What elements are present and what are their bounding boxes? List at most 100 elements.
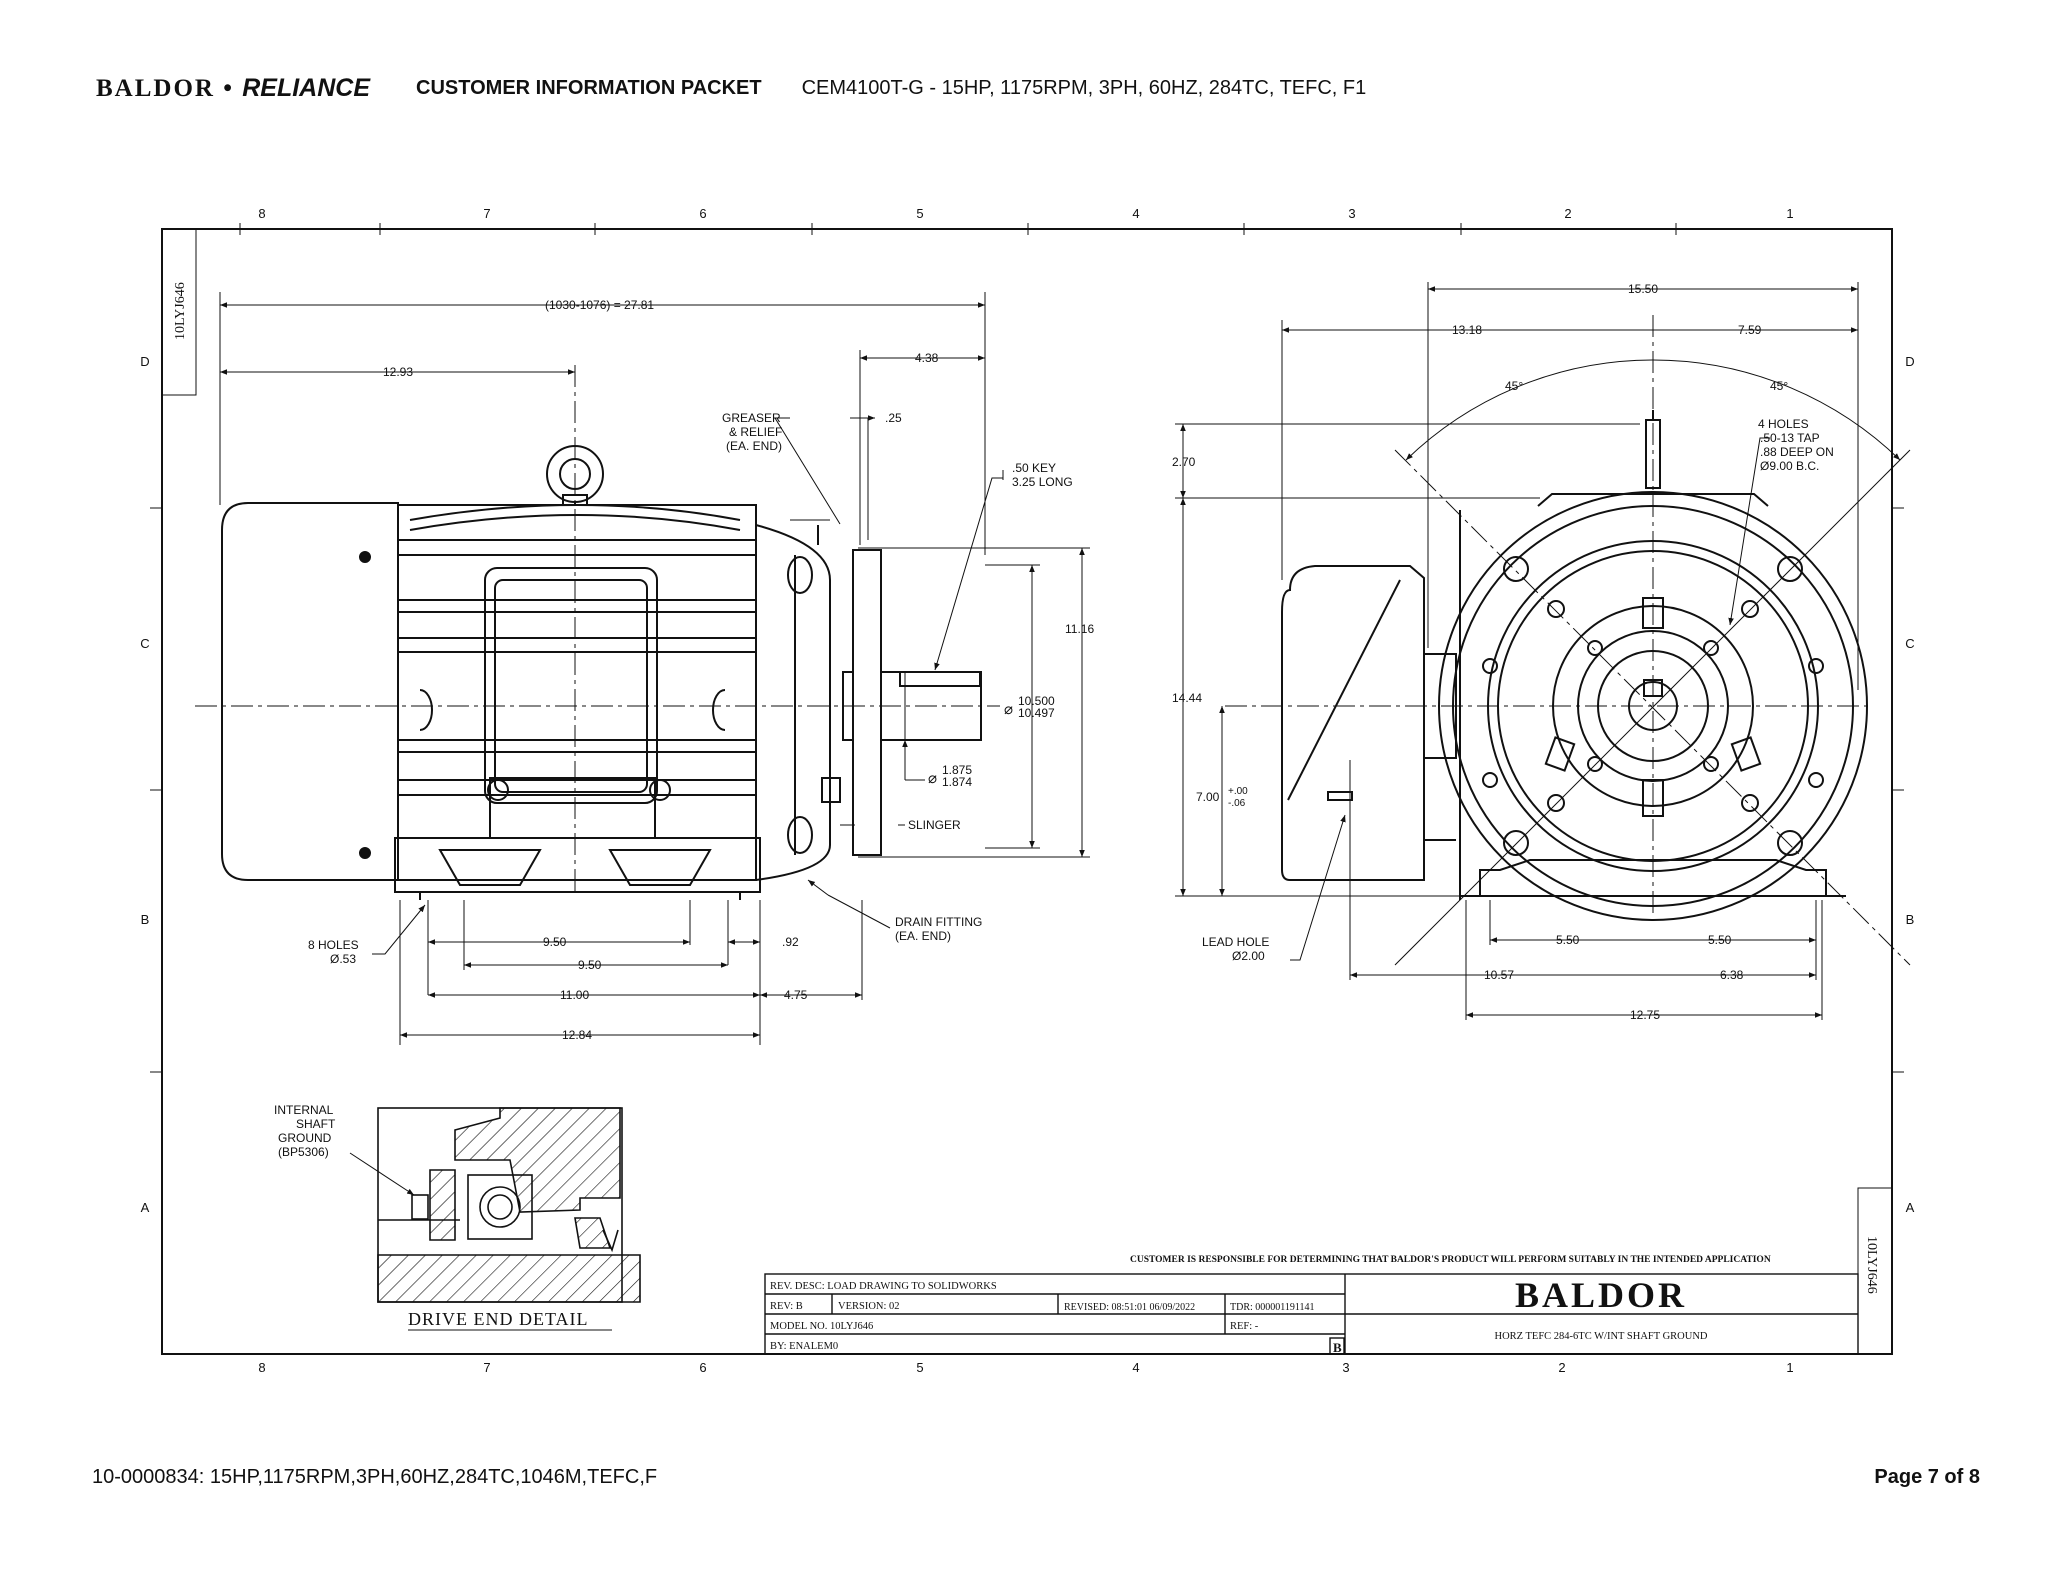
packet-title: CUSTOMER INFORMATION PACKET bbox=[416, 76, 762, 99]
end-view-labels: 15.50 13.18 7.59 45° 45° 4 HOLES .50-13 … bbox=[1172, 282, 1834, 1022]
holes-note-2: Ø.53 bbox=[330, 952, 356, 966]
baldor-logo: BALDOR bbox=[1515, 1275, 1687, 1315]
model-no: MODEL NO. 10LYJ646 bbox=[770, 1321, 873, 1332]
tap-note-4: Ø9.00 B.C. bbox=[1760, 459, 1819, 473]
version: VERSION: 02 bbox=[838, 1301, 900, 1312]
slinger-label: SLINGER bbox=[908, 818, 961, 832]
side-view-centerlines bbox=[195, 365, 1000, 895]
footer-page-number: Page 7 of 8 bbox=[1874, 1466, 1980, 1488]
dim-13-18: 13.18 bbox=[1452, 323, 1482, 337]
zone-label: 8 bbox=[258, 206, 265, 221]
shaft-dia-min: 1.874 bbox=[942, 775, 972, 789]
key-note-2: 3.25 LONG bbox=[1012, 475, 1073, 489]
shaft-dia-max: 1.875 bbox=[942, 763, 972, 777]
zone-label: 5 bbox=[916, 206, 923, 221]
ground-note-2: SHAFT bbox=[296, 1117, 336, 1131]
zone-label: 3 bbox=[1348, 206, 1355, 221]
dim-5-50-a: 5.50 bbox=[1556, 933, 1580, 947]
rev-desc: REV. DESC: LOAD DRAWING TO SOLIDWORKS bbox=[770, 1281, 997, 1292]
zone-label: 1 bbox=[1786, 1360, 1793, 1375]
title-block-text: REV. DESC: LOAD DRAWING TO SOLIDWORKS RE… bbox=[770, 1275, 1708, 1355]
drawing-frame bbox=[150, 223, 1904, 1355]
disclaimer: CUSTOMER IS RESPONSIBLE FOR DETERMINING … bbox=[1130, 1255, 1771, 1265]
zone-label: 1 bbox=[1786, 206, 1793, 221]
dim-2-70: 2.70 bbox=[1172, 455, 1196, 469]
zone-label: 8 bbox=[258, 1360, 265, 1375]
dim-25: .25 bbox=[885, 411, 902, 425]
dim-92: .92 bbox=[782, 935, 799, 949]
ground-note-1: INTERNAL bbox=[274, 1103, 334, 1117]
lead-hole-note-2: Ø2.00 bbox=[1232, 949, 1265, 963]
ground-note-3: GROUND bbox=[278, 1131, 332, 1145]
ref: REF: - bbox=[1230, 1321, 1259, 1332]
dim-10-57: 10.57 bbox=[1484, 968, 1514, 982]
zone-numbers-top: 8 7 6 5 4 3 2 1 bbox=[258, 206, 1793, 221]
side-view-labels: (1030-1076) = 27.81 12.93 4.38 .25 GREAS… bbox=[308, 298, 1094, 1042]
zone-label: C bbox=[1905, 636, 1914, 651]
dim-6-38: 6.38 bbox=[1720, 968, 1744, 982]
dim-7-00: 7.00 bbox=[1196, 790, 1220, 804]
angle-left: 45° bbox=[1505, 379, 1523, 393]
end-view-dimension-lines bbox=[1175, 282, 1901, 1020]
drain-note-1: DRAIN FITTING bbox=[895, 915, 982, 929]
rev: REV: B bbox=[770, 1301, 803, 1312]
page-header: BALDOR • RELIANCE CUSTOMER INFORMATION P… bbox=[96, 72, 1366, 104]
zone-label: 7 bbox=[483, 206, 490, 221]
zone-label: D bbox=[1905, 354, 1914, 369]
diameter-symbol: ⌀ bbox=[928, 770, 937, 787]
dim-5-50-b: 5.50 bbox=[1708, 933, 1732, 947]
zone-label: 2 bbox=[1564, 206, 1571, 221]
dim-overall-length: (1030-1076) = 27.81 bbox=[545, 298, 654, 312]
dim-4-38: 4.38 bbox=[915, 351, 939, 365]
tdr: TDR: 000001191141 bbox=[1230, 1302, 1315, 1313]
angle-right: 45° bbox=[1770, 379, 1788, 393]
holes-note-1: 8 HOLES bbox=[308, 938, 359, 952]
zone-label: 6 bbox=[699, 206, 706, 221]
zone-label: C bbox=[140, 636, 149, 651]
drawing-id-top: 10LYJ646 bbox=[173, 282, 188, 340]
zone-label: B bbox=[141, 912, 150, 927]
greaser-note-3: (EA. END) bbox=[726, 439, 782, 453]
zone-numbers-bottom: 8 7 6 5 4 3 2 1 bbox=[258, 1360, 1793, 1375]
tap-note-2: .50-13 TAP bbox=[1760, 431, 1820, 445]
zone-label: 5 bbox=[916, 1360, 923, 1375]
detail-title: DRIVE END DETAIL bbox=[408, 1309, 589, 1329]
dim-12-93: 12.93 bbox=[383, 365, 413, 379]
drive-end-detail bbox=[377, 1107, 641, 1303]
tap-note-3: .88 DEEP ON bbox=[1760, 445, 1834, 459]
zone-label: 7 bbox=[483, 1360, 490, 1375]
detail-labels: INTERNAL SHAFT GROUND (BP5306) DRIVE END… bbox=[274, 1103, 589, 1329]
rev-letter: B bbox=[1333, 1340, 1342, 1355]
zone-label: 4 bbox=[1132, 1360, 1139, 1375]
side-view-dimension-lines bbox=[219, 292, 1090, 1045]
tap-note-1: 4 HOLES bbox=[1758, 417, 1809, 431]
dim-12-84: 12.84 bbox=[562, 1028, 592, 1042]
model-description: CEM4100T-G - 15HP, 1175RPM, 3PH, 60HZ, 2… bbox=[801, 76, 1367, 99]
dim-9-50-b: 9.50 bbox=[578, 958, 602, 972]
dim-14-44: 14.44 bbox=[1172, 691, 1202, 705]
diameter-symbol: ⌀ bbox=[1004, 701, 1013, 718]
key-note-1: .50 KEY bbox=[1012, 461, 1056, 475]
zone-label: D bbox=[140, 354, 149, 369]
zone-label: A bbox=[141, 1200, 150, 1215]
end-view-centerlines bbox=[1225, 315, 1911, 966]
footer-part-number: 10-0000834: 15HP,1175RPM,3PH,60HZ,284TC,… bbox=[92, 1466, 658, 1488]
zone-label: B bbox=[1906, 912, 1915, 927]
ground-note-4: (BP5306) bbox=[278, 1145, 329, 1159]
zone-label: A bbox=[1906, 1200, 1915, 1215]
brand-logo: BALDOR • RELIANCE bbox=[96, 73, 371, 102]
greaser-note-2: & RELIEF bbox=[729, 425, 782, 439]
by: BY: ENALEM0 bbox=[770, 1341, 838, 1352]
lead-hole-note-1: LEAD HOLE bbox=[1202, 935, 1269, 949]
title-block bbox=[764, 1273, 1859, 1355]
dim-7-59: 7.59 bbox=[1738, 323, 1762, 337]
dim-9-50-a: 9.50 bbox=[543, 935, 567, 949]
drawing-id-bottom: 10LYJ646 bbox=[1864, 1236, 1879, 1294]
zone-label: 2 bbox=[1558, 1360, 1565, 1375]
dim-15-50: 15.50 bbox=[1628, 282, 1658, 296]
drawing-description: HORZ TEFC 284-6TC W/INT SHAFT GROUND bbox=[1494, 1331, 1707, 1342]
pilot-dia-min: 10.497 bbox=[1018, 706, 1055, 720]
dim-4-75: 4.75 bbox=[784, 988, 808, 1002]
motor-end-view bbox=[1281, 410, 1868, 921]
